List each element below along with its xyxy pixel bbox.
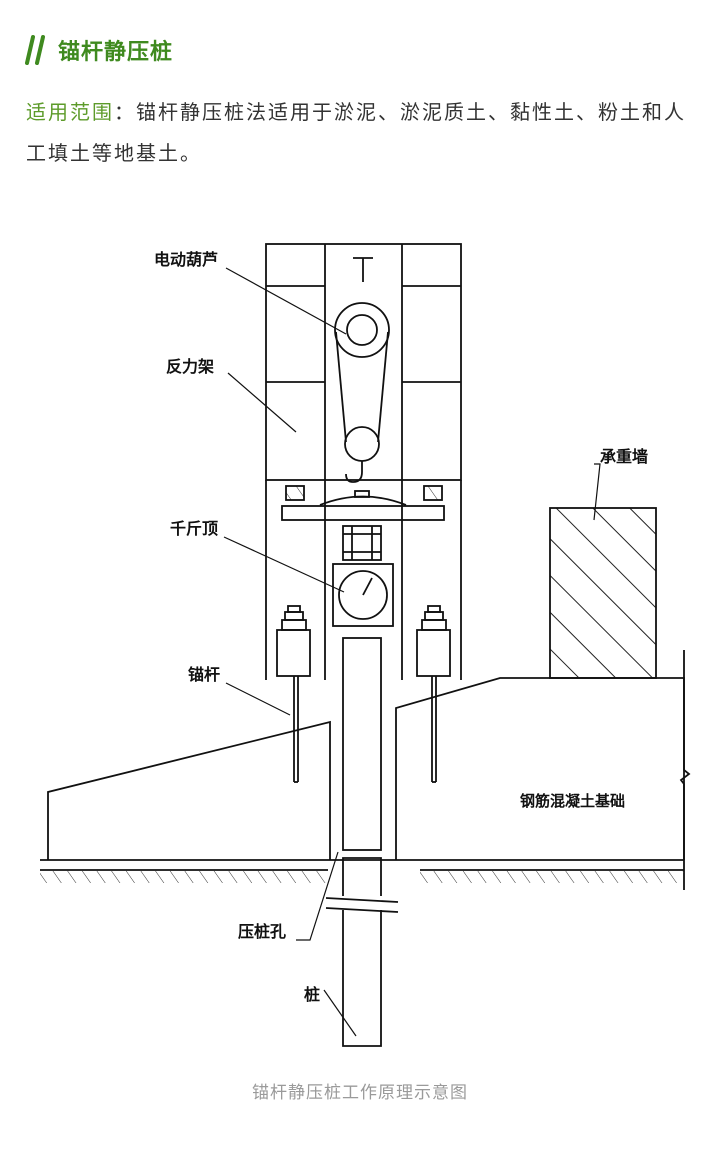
pile-upper-segment (342, 637, 382, 851)
electric-hoist (334, 257, 390, 483)
double-slash-icon (25, 35, 45, 65)
cross-beam (281, 490, 445, 521)
figure-caption: 锚杆静压桩工作原理示意图 (252, 1083, 468, 1103)
section-title: 锚杆静压桩 (58, 40, 174, 65)
intro-text: 锚杆静压桩法适用于淤泥、淤泥质土、黏性土、粉土和人工填土等地基土。 (26, 100, 686, 165)
anchor-bolt-left (276, 605, 311, 783)
pile-diagram: 电动葫芦 反力架 承重墙 千斤顶 锚杆 钢筋混凝土基础 压桩孔 桩 (40, 243, 691, 1047)
label-bearing-wall: 承重墙 (600, 447, 648, 466)
intro-separator: ： (114, 100, 136, 124)
label-pile: 桩 (304, 985, 320, 1004)
pile-lower-segment (325, 857, 399, 1047)
label-reaction-frame: 反力架 (166, 357, 214, 376)
intro-label: 适用范围 (26, 100, 114, 124)
reaction-frame (265, 243, 462, 680)
hydraulic-jack (332, 525, 394, 627)
ground-surface (40, 869, 684, 883)
label-anchor-bolt: 锚杆 (188, 665, 220, 684)
intro-paragraph: 适用范围：锚杆静压桩法适用于淤泥、淤泥质土、黏性土、粉土和人工填土等地基土。 (26, 92, 706, 174)
section-heading: 锚杆静压桩 (24, 30, 173, 70)
label-pile-hole: 压桩孔 (238, 922, 286, 941)
label-electric-hoist: 电动葫芦 (154, 250, 218, 269)
label-jack: 千斤顶 (170, 519, 218, 538)
anchor-bolt-right (416, 605, 451, 783)
concrete-foundation (40, 650, 691, 890)
bearing-wall (549, 507, 657, 679)
label-foundation: 钢筋混凝土基础 (520, 792, 625, 810)
